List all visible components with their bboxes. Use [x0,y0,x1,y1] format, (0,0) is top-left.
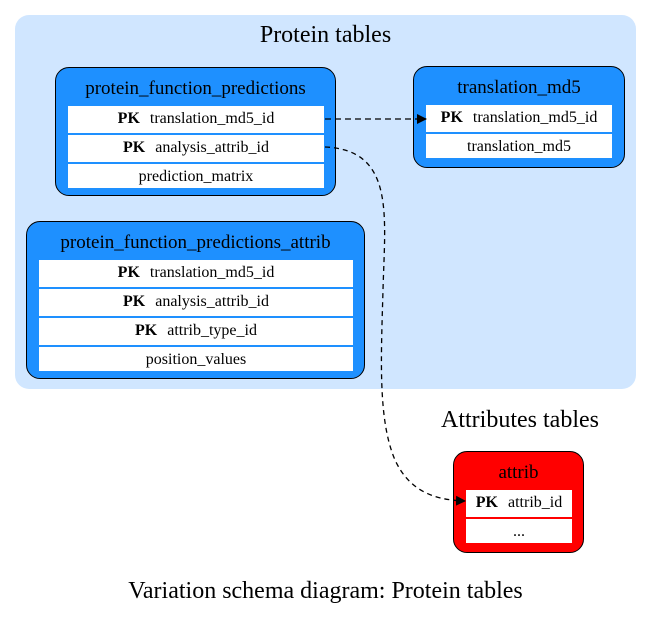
table-row: PK translation_md5_id [426,105,612,132]
table-title: attrib [498,462,539,483]
column-name: attrib_type_id [167,322,257,339]
table-row: position_values [39,347,353,371]
column-name: analysis_attrib_id [155,293,269,310]
table-row: PK attrib_id [466,490,572,517]
column-name: translation_md5_id [149,264,275,281]
pk-label: PK [440,109,463,126]
table-row: PK analysis_attrib_id [68,135,324,162]
pk-label: PK [123,139,146,156]
column-name: analysis_attrib_id [155,139,269,156]
pk-label: PK [475,494,498,511]
column-name: translation_md5_id [472,109,598,126]
column-name: translation_md5 [467,138,571,155]
table-row: ... [466,519,572,543]
protein-tables-title: Protein tables [259,22,392,48]
pk-label: PK [123,293,146,310]
diagram-caption: Variation schema diagram: Protein tables [128,578,523,604]
table-translation-md5[interactable]: translation_md5 PK translation_md5_id tra… [413,66,625,168]
column-name: translation_md5_id [149,110,275,127]
table-title: protein_function_predictions_attrib [60,232,331,253]
table-row: PK analysis_attrib_id [39,289,353,316]
table-title: translation_md5 [457,77,581,98]
pk-label: PK [117,264,140,281]
table-row: PK translation_md5_id [68,106,324,133]
table-row: PK translation_md5_id [39,260,353,287]
column-name: ... [513,523,525,540]
pk-label: PK [135,322,158,339]
column-name: position_values [145,351,247,368]
table-title: protein_function_predictions [85,78,306,99]
table-row: prediction_matrix [68,164,324,188]
table-row: translation_md5 [426,134,612,158]
attributes-tables-title: Attributes tables [441,407,599,433]
edge-analysis-attrib-id [324,146,466,506]
column-name: prediction_matrix [138,168,254,185]
table-row: PK attrib_type_id [39,318,353,345]
column-name: attrib_id [508,494,563,511]
table-attrib[interactable]: attrib PK attrib_id ... [453,451,584,553]
pk-label: PK [117,110,140,127]
